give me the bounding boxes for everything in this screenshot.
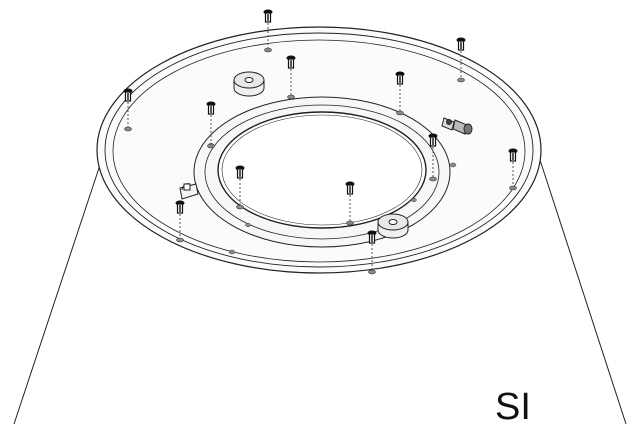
knob-icon [377, 213, 409, 239]
clip-icon [179, 183, 199, 200]
screw-icon [367, 230, 377, 275]
screw-icon [395, 71, 405, 116]
knob-icon [233, 71, 265, 97]
cone-outline [13, 159, 627, 425]
screw-icon [508, 148, 518, 191]
screw-icon [345, 181, 355, 226]
connector-icon [441, 117, 473, 135]
screw-icon [175, 200, 185, 243]
screw-icon [428, 133, 438, 182]
screw-icon [206, 101, 216, 149]
screw-icon [123, 88, 133, 132]
screw-icon [235, 165, 245, 210]
diagram-label: SI [495, 386, 531, 428]
screws-group [123, 9, 518, 275]
screw-icon [263, 9, 273, 53]
screw-icon [286, 55, 296, 100]
inner-ring [193, 96, 451, 248]
screw-icon [456, 37, 466, 83]
